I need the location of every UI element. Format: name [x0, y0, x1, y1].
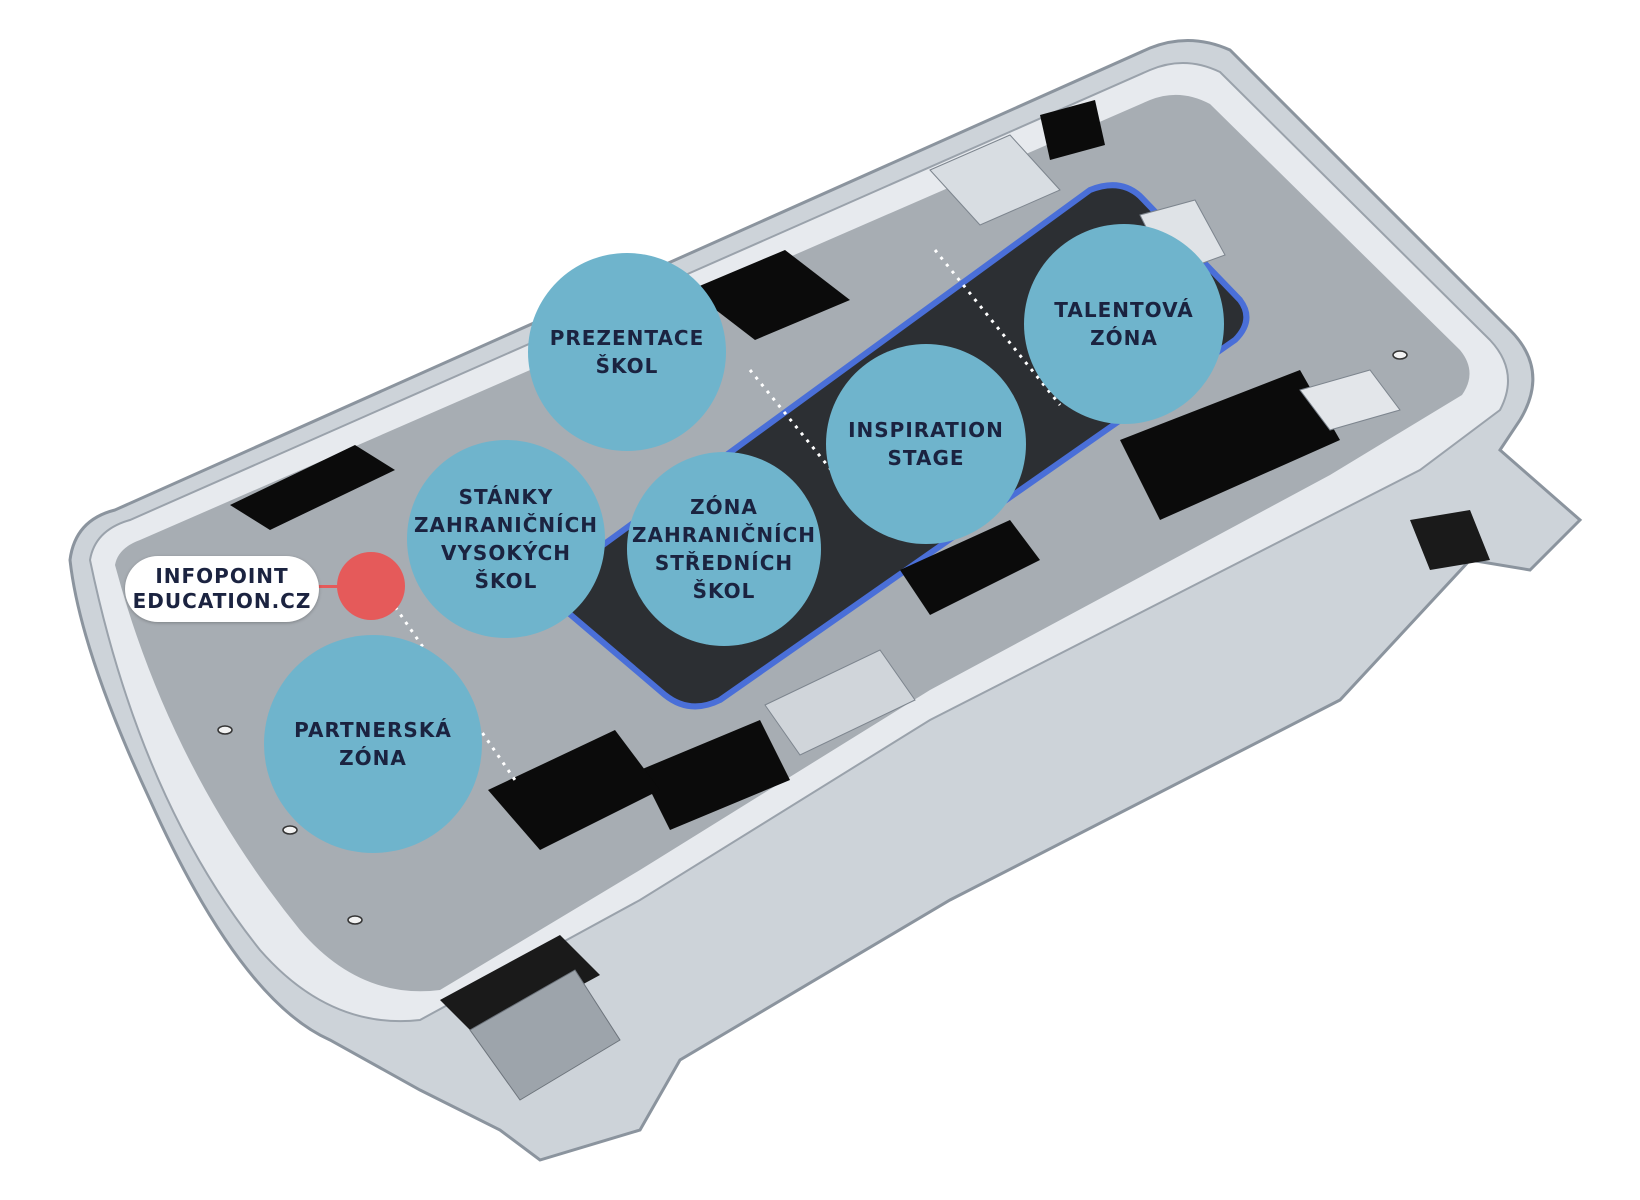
structure-block — [230, 445, 395, 530]
room — [929, 134, 1061, 226]
room — [1299, 369, 1401, 431]
zone-zahranicnich-strednich-skol[interactable]: ZÓNA ZAHRANIČNÍCH STŘEDNÍCH ŠKOL — [627, 452, 821, 646]
infopoint-text: INFOPOINT EDUCATION.CZ — [132, 564, 312, 613]
infopoint-label[interactable]: INFOPOINT EDUCATION.CZ — [125, 556, 319, 622]
structure-block — [1410, 510, 1490, 570]
zone-inspiration-stage[interactable]: INSPIRATION STAGE — [826, 344, 1026, 544]
structure-block — [690, 250, 850, 340]
room — [764, 649, 916, 756]
infopoint-location-marker-icon[interactable] — [337, 552, 405, 620]
structure-block — [900, 520, 1040, 615]
zone-partnerska[interactable]: PARTNERSKÁ ZÓNA — [264, 635, 482, 853]
zone-stanky-zahranicnich-vysokych-skol[interactable]: STÁNKY ZAHRANIČNÍCH VYSOKÝCH ŠKOL — [407, 440, 605, 638]
zone-label: ZÓNA ZAHRANIČNÍCH STŘEDNÍCH ŠKOL — [631, 495, 817, 603]
infopoint-connector — [312, 585, 342, 588]
structure-block — [440, 935, 600, 1040]
structure-block — [1120, 370, 1340, 520]
zone-label: PARTNERSKÁ ZÓNA — [294, 718, 452, 770]
zone-label: PREZENTACE ŠKOL — [549, 326, 705, 378]
zone-label: STÁNKY ZAHRANIČNÍCH VYSOKÝCH ŠKOL — [413, 485, 599, 593]
zone-prezentace-skol[interactable]: PREZENTACE ŠKOL — [528, 253, 726, 451]
structure-block — [1040, 100, 1105, 160]
structure-block — [488, 730, 660, 850]
structure-block — [640, 720, 790, 830]
zone-label: TALENTOVÁ ZÓNA — [1054, 298, 1194, 350]
zone-talentova[interactable]: TALENTOVÁ ZÓNA — [1024, 224, 1224, 424]
zone-divider — [933, 249, 1062, 406]
zone-label: INSPIRATION STAGE — [848, 418, 1004, 470]
room — [469, 969, 621, 1101]
